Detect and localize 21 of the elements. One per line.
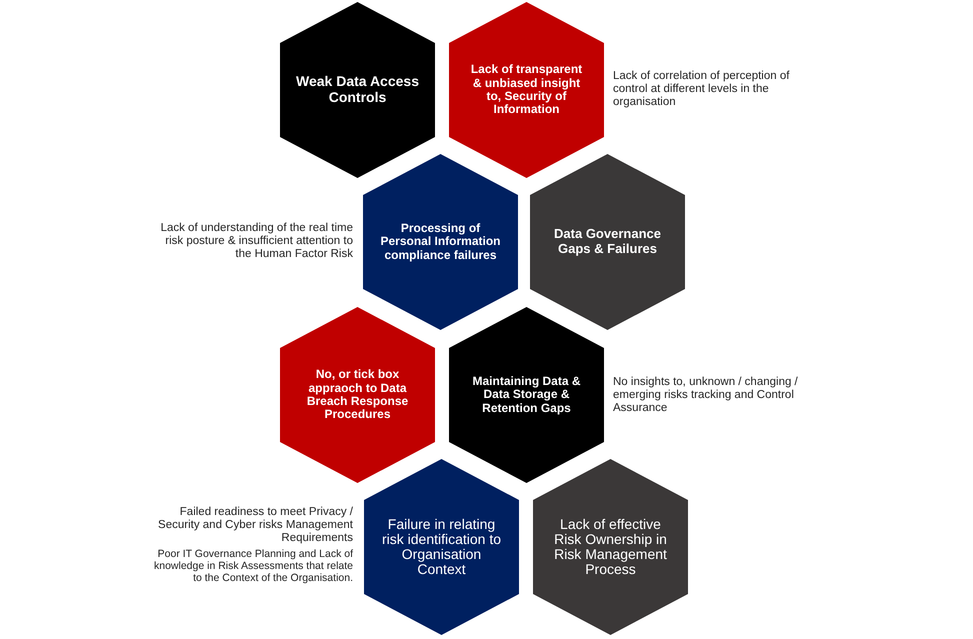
- hexagon-text: Failure in relating risk identification to Organisation Context: [380, 516, 502, 578]
- hexagon-tile: [530, 154, 685, 330]
- hexagon-text: Processing of Personal Information compliance failures: [380, 222, 502, 262]
- hexagon-text: Lack of transparent & unbiased insight to, Security of Information: [470, 63, 584, 117]
- hexagon-tile: [363, 154, 518, 330]
- hexagon-text: Weak Data Access Controls: [295, 74, 420, 106]
- hexagon-tile: [449, 307, 604, 483]
- hexagon-text: Lack of effective Risk Ownership in Risk Management Process: [553, 516, 668, 578]
- description-text: Lack of understanding of the real time risk posture & insufficient attention to the Human Factor Risk: [160, 222, 353, 261]
- hexagon-tile: [280, 307, 435, 483]
- description-text: Poor IT Governance Planning and Lack of knowledge in Risk Assessments that relate to the Context of the Organisation.: [153, 549, 353, 584]
- hexagon-text: Maintaining Data & Data Storage & Retention Gaps: [471, 374, 582, 416]
- hexagon-tile: [533, 459, 688, 635]
- hexagon-tile: [364, 459, 519, 635]
- description-text: Failed readiness to meet Privacy / Security and Cyber risks Management Requirements: [158, 506, 353, 545]
- description-text: Lack of correlation of perception of control at different levels in the organisation: [613, 70, 790, 109]
- description-text: No insights to, unknown / changing / emerging risks tracking and Control Assurance: [613, 376, 799, 415]
- hexagon-tile: [280, 2, 435, 178]
- hexagon-text: Data Governance Gaps & Failures: [553, 227, 662, 257]
- hexagon-tile: [449, 2, 604, 178]
- hexagon-text: No, or tick box appraoch to Data Breach Response Procedures: [306, 368, 410, 422]
